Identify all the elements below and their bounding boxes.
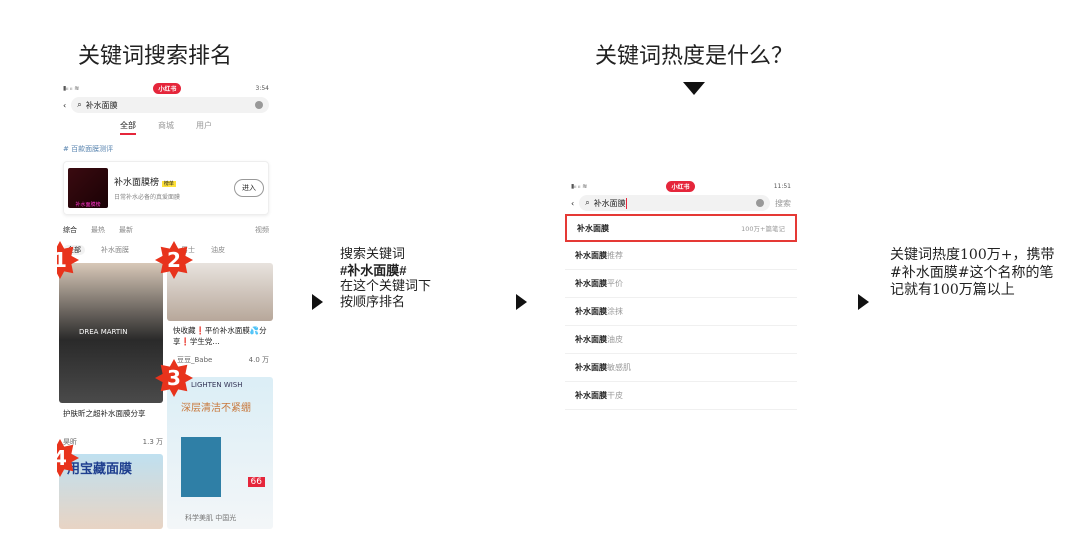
arrow-down-icon: [683, 82, 705, 95]
signal-icon: ▮ᵢₗ ᵢₗ ≋: [63, 84, 80, 92]
tab-mall[interactable]: 商城: [158, 121, 174, 130]
chip-oily[interactable]: 油皮: [211, 246, 225, 254]
back-icon[interactable]: ‹: [571, 198, 575, 208]
ad-headline: 深层清洁不紧绷: [181, 403, 251, 414]
ad-price: 66: [247, 477, 265, 487]
rank-badge-3: 3: [155, 359, 193, 397]
video-filter[interactable]: 视频: [255, 226, 269, 234]
suggestion-item[interactable]: 补水面膜推荐: [565, 242, 797, 270]
mask-product: [181, 437, 221, 497]
search-query: 补水面膜: [85, 100, 118, 110]
clear-icon[interactable]: [756, 199, 764, 207]
suggestion-suffix: 干皮: [607, 391, 623, 400]
suggestion-base: 补水面膜: [575, 307, 607, 316]
hashtag-link[interactable]: # 百款面膜测评: [63, 145, 114, 153]
right-note: 关键词热度100万+，携带#补水面膜#这个名称的笔记就有100万篇以上: [890, 247, 1055, 298]
post-image-4[interactable]: 用宝藏面膜: [59, 454, 163, 529]
back-icon[interactable]: ‹: [63, 100, 67, 110]
suggestion-base: 补水面膜: [575, 391, 607, 400]
sort-new[interactable]: 最新: [119, 226, 133, 234]
tab-users[interactable]: 用户: [196, 121, 212, 130]
left-title: 关键词搜索排名: [78, 44, 233, 69]
suggestion-item[interactable]: 补水面膜干皮: [565, 382, 797, 410]
chip-men[interactable]: 男士: [181, 246, 195, 254]
post-image-1[interactable]: DREA MARTIN: [59, 263, 163, 403]
search-icon: ⌕: [77, 100, 82, 109]
rank-badge-2: 2: [155, 241, 193, 279]
ad-footer: 科学美肌 中国光: [185, 514, 237, 522]
search-icon: ⌕: [585, 198, 590, 207]
post-title-2[interactable]: 快收藏❗平价补水面膜💦分享❗学生党…: [173, 326, 267, 347]
search-button[interactable]: 搜索: [775, 198, 791, 208]
arrow-right-icon: [312, 294, 323, 310]
post-title-1[interactable]: 护肤昕之超补水面膜分享: [63, 409, 146, 418]
suggestion-base: 补水面膜: [575, 335, 607, 344]
note-keyword: #补水面膜#: [340, 262, 407, 278]
suggestion-suffix: 推荐: [607, 251, 623, 260]
suggestion-base: 补水面膜: [575, 363, 607, 372]
ranking-thumbnail: 补水面膜榜: [68, 168, 108, 208]
enter-button[interactable]: 进入: [234, 179, 264, 197]
signal-icon: ▮ᵢₗ ᵢₗ ≋: [571, 182, 588, 190]
right-title: 关键词热度是什么？: [595, 44, 794, 69]
suggestion-base: 补水面膜: [575, 251, 607, 260]
suggestion-item[interactable]: 补水面膜平价: [565, 270, 797, 298]
note-line: 按顺序排名: [340, 294, 406, 310]
post-likes-2[interactable]: 4.0 万: [248, 356, 269, 364]
search-query: 补水面膜: [593, 197, 627, 209]
suggestion-keyword: 补水面膜: [577, 223, 609, 233]
suggestion-suffix: 油皮: [607, 335, 623, 344]
arrow-right-icon: [516, 294, 527, 310]
search-input[interactable]: ⌕补水面膜: [71, 97, 269, 113]
chip-all[interactable]: 全部: [63, 245, 85, 255]
chip-moisture[interactable]: 补水面膜: [101, 246, 129, 254]
middle-note: 搜索关键词 #补水面膜# 在这个关键词下 按顺序排名: [340, 247, 500, 310]
post-author-1[interactable]: 昊昕: [63, 438, 77, 446]
suggestion-item[interactable]: 补水面膜敏感肌: [565, 354, 797, 382]
app-logo: 小红书: [666, 180, 695, 192]
clear-icon[interactable]: [255, 101, 263, 109]
tab-all[interactable]: 全部: [120, 120, 136, 135]
status-time: 11:51: [773, 182, 791, 190]
post-feed: DREA MARTIN 护肤昕之超补水面膜分享 昊昕 1.3 万 用宝藏面膜 快收…: [57, 241, 275, 529]
post-image-text: 用宝藏面膜: [67, 462, 133, 477]
post-likes-1[interactable]: 1.3 万: [142, 438, 163, 446]
post-image-text: DREA MARTIN: [79, 328, 128, 336]
top-suggestion-highlighted[interactable]: 补水面膜 100万+篇笔记: [565, 214, 797, 242]
suggestion-item[interactable]: 补水面膜涂抹: [565, 298, 797, 326]
ranking-card[interactable]: 补水面膜榜 补水面膜榜 榜单 日常补水必备的真爱面膜 进入: [63, 161, 269, 215]
status-bar: ▮ᵢₗ ᵢₗ ≋ 小红书 3:54: [57, 80, 275, 96]
ad-brand: LIGHTEN WISH: [191, 381, 243, 389]
post-image-3[interactable]: LIGHTEN WISH 深层清洁不紧绷 66 科学美肌 中国光: [167, 377, 273, 529]
ranking-desc: 日常补水必备的真爱面膜: [114, 194, 181, 201]
note-line: 搜索关键词: [340, 247, 406, 262]
note-count: 100万+篇笔记: [741, 225, 785, 233]
suggestion-item[interactable]: 补水面膜油皮: [565, 326, 797, 354]
post-author-2[interactable]: 豆豆_Babe: [177, 356, 213, 364]
sort-general[interactable]: 综合: [63, 226, 77, 234]
suggestion-suffix: 敏感肌: [607, 363, 631, 372]
suggestion-suffix: 涂抹: [607, 307, 623, 316]
arrow-right-icon: [858, 294, 869, 310]
suggestion-base: 补水面膜: [575, 279, 607, 288]
ranking-name: 补水面膜榜: [114, 178, 160, 188]
status-time: 3:54: [255, 84, 269, 92]
ranking-badge: 榜单: [161, 181, 176, 187]
app-logo: 小红书: [153, 82, 182, 94]
search-input[interactable]: ⌕补水面膜: [579, 195, 770, 211]
sort-hot[interactable]: 最热: [91, 226, 105, 234]
suggestion-suffix: 平价: [607, 279, 623, 288]
note-line: 在这个关键词下: [340, 279, 432, 295]
